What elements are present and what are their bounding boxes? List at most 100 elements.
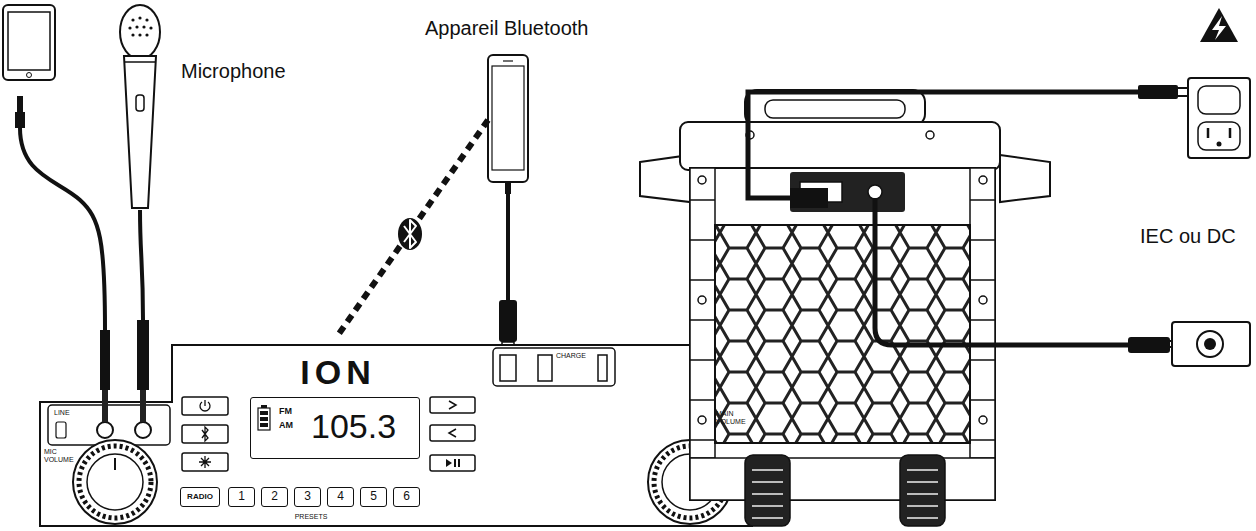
control-panel-part	[261, 405, 267, 408]
microphone-part	[120, 5, 160, 59]
speaker-part	[979, 296, 987, 304]
microphone-part	[124, 56, 156, 208]
tablet-part	[20, 128, 105, 330]
microphone-part	[128, 16, 152, 36]
speaker-part	[698, 296, 706, 304]
brand-logo: ION	[300, 353, 375, 392]
speaker-part	[868, 185, 882, 199]
microphone-part	[140, 390, 146, 422]
control-panel-part	[260, 417, 268, 421]
control-panel-part	[202, 427, 208, 441]
tablet-part	[27, 73, 32, 78]
speaker-part	[970, 168, 995, 458]
speaker-part	[765, 100, 905, 118]
bluetooth-link	[336, 120, 488, 338]
bluetooth-link-part	[336, 120, 488, 338]
control-panel-part	[56, 422, 66, 438]
node-text: AM	[279, 421, 293, 431]
control-panel-part	[97, 422, 113, 438]
dc-jack-part	[1204, 338, 1216, 350]
display-screen: FM AM 105.3	[250, 397, 420, 459]
tablet	[3, 5, 110, 422]
node-text: 3	[304, 490, 311, 503]
bluetooth-link-part	[404, 220, 416, 248]
speaker-part	[698, 416, 706, 424]
wall-outlet-part	[1217, 142, 1222, 147]
speaker-part	[715, 225, 970, 443]
speaker-part	[690, 458, 995, 500]
control-panel-part	[140, 390, 146, 422]
tablet-part	[102, 390, 108, 422]
speaker-part	[926, 131, 934, 139]
node-text: 1	[238, 490, 245, 503]
control-panel-part	[182, 425, 228, 443]
control-panel-part	[430, 425, 475, 441]
control-panel-part	[446, 459, 452, 467]
phone	[488, 55, 528, 356]
preset-button: 6	[393, 487, 420, 507]
wall-outlet-part	[1198, 86, 1240, 114]
microphone-part	[131, 18, 134, 21]
speaker-part	[690, 168, 715, 458]
control-panel-part	[500, 355, 516, 381]
speaker-part	[698, 131, 987, 424]
control-panel-part	[260, 411, 268, 415]
control-panel-part	[73, 440, 157, 524]
microphone-part	[124, 61, 156, 63]
node-text: 6	[403, 490, 410, 503]
preset-button: 3	[294, 487, 321, 507]
speaker-part	[752, 470, 938, 518]
wall-outlet-part	[1208, 128, 1230, 138]
control-panel-part	[449, 401, 456, 409]
preset-button: 5	[360, 487, 387, 507]
speaker-part	[745, 90, 925, 126]
dc-jack-part	[1172, 322, 1250, 366]
preset-button: 4	[327, 487, 354, 507]
wall-outlet-part	[1198, 122, 1240, 150]
phone-part	[488, 55, 528, 182]
control-panel-part	[258, 408, 270, 430]
microphone-part	[136, 95, 144, 111]
node-text: 4	[337, 490, 344, 503]
node-text: FM	[279, 407, 292, 417]
control-panel-part	[493, 348, 615, 386]
microphone-part	[145, 33, 148, 36]
microphone	[120, 5, 160, 422]
speaker-part	[698, 176, 706, 184]
control-panel-part	[449, 429, 456, 437]
device-label: Appareil Bluetooth	[425, 17, 588, 40]
control-panel-part	[260, 423, 268, 427]
radio-button: RADIO	[180, 487, 220, 507]
device-label: Microphone	[181, 60, 286, 83]
speaker-part	[745, 455, 790, 526]
preset-button: 1	[228, 487, 255, 507]
control-panel-part	[87, 454, 143, 510]
control-panel-part	[114, 458, 116, 470]
power-cord-part	[1128, 337, 1170, 353]
node-text: RADIO	[187, 493, 213, 502]
microphone-part	[135, 25, 138, 28]
control-panel-part	[102, 390, 108, 422]
phone-part	[499, 300, 517, 342]
speaker-part	[680, 122, 1000, 170]
microphone-part	[142, 25, 145, 28]
speaker-part	[900, 455, 945, 526]
control-panel-part	[79, 446, 151, 518]
speaker	[640, 90, 1050, 526]
tablet-part	[8, 12, 50, 70]
bluetooth-link-part	[398, 218, 422, 250]
dc-jack-part	[1197, 331, 1223, 357]
control-panel	[40, 345, 752, 526]
preset-button: 2	[261, 487, 288, 507]
microphone-part	[138, 33, 141, 36]
phone-part	[506, 194, 510, 300]
power-label: IEC ou DC	[1140, 225, 1236, 248]
node-text: 5	[370, 490, 377, 503]
wall-outlet-part	[1212, 16, 1226, 40]
microphone-part	[137, 320, 149, 390]
speaker-part	[790, 172, 905, 212]
node-text: 105.3	[311, 408, 396, 445]
dc-jack	[1170, 322, 1250, 366]
knob-label: MAIN VOLUME	[716, 410, 746, 426]
